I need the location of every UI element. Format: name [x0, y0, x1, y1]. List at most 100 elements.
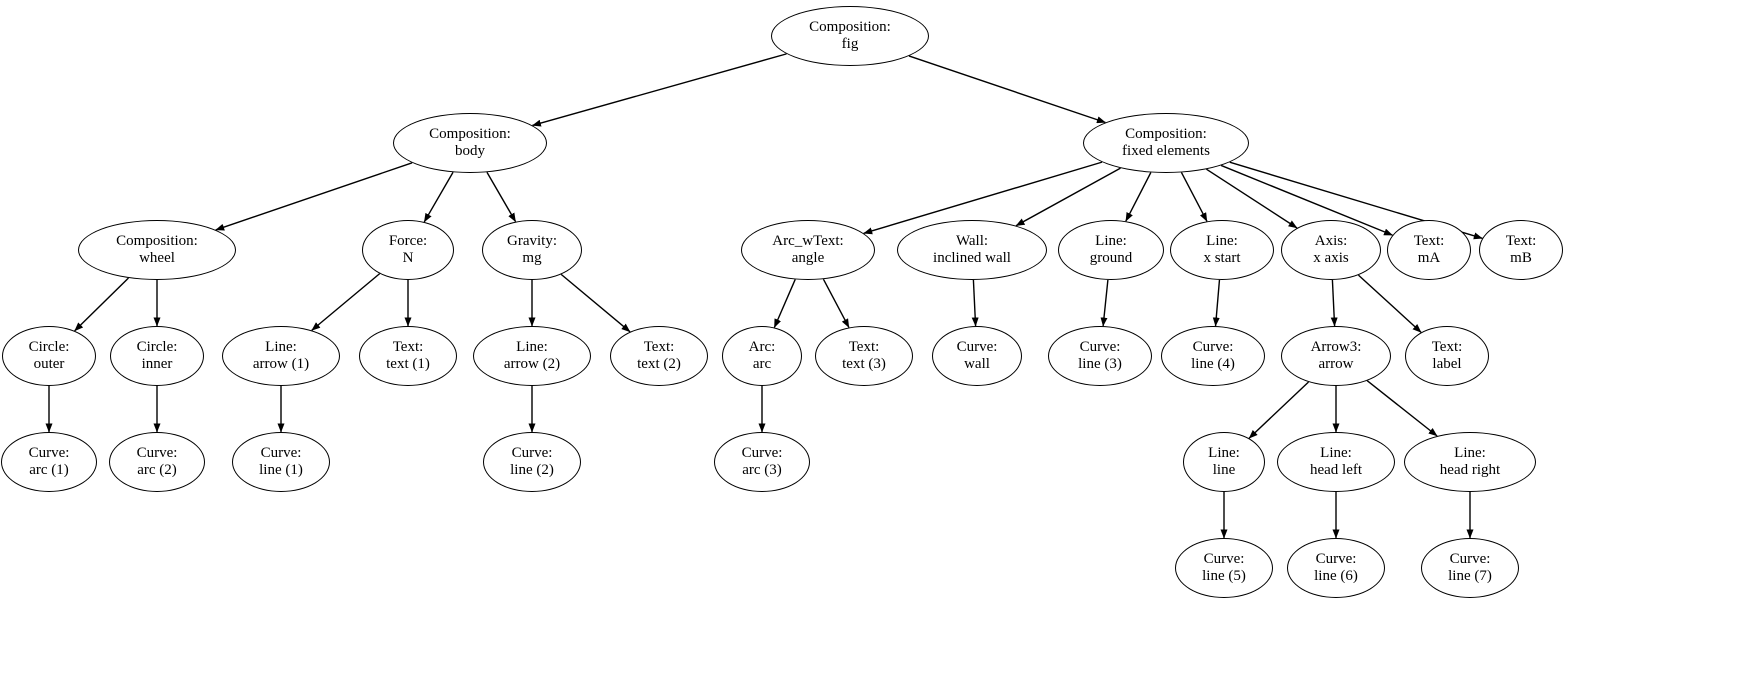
graph-edge — [486, 171, 517, 223]
node-type-label: Curve: — [1449, 551, 1491, 568]
node-type-label: Text: — [643, 339, 675, 356]
graph-node[interactable]: Circle:inner — [110, 326, 204, 386]
graph-node[interactable]: Curve:arc (3) — [714, 432, 810, 492]
node-name-label: fig — [841, 36, 859, 52]
node-name-label: mg — [522, 250, 542, 266]
graph-node[interactable]: Composition:fig — [771, 6, 929, 66]
node-type-label: Curve: — [1203, 551, 1245, 568]
node-type-label: Text: — [1431, 339, 1463, 356]
node-name-label: line (2) — [510, 462, 554, 478]
node-type-label: Line: — [1320, 445, 1352, 462]
node-type-label: Force: — [388, 233, 428, 250]
graph-node[interactable]: Curve:line (3) — [1048, 326, 1152, 386]
graph-node[interactable]: Circle:outer — [2, 326, 96, 386]
graph-node[interactable]: Arc:arc — [722, 326, 802, 386]
graph-node[interactable]: Text:label — [1405, 326, 1489, 386]
graph-node[interactable]: Wall:inclined wall — [897, 220, 1047, 280]
graph-edge — [1125, 172, 1152, 222]
node-type-label: Curve: — [511, 445, 553, 462]
node-type-label: Curve: — [136, 445, 178, 462]
node-name-label: text (2) — [637, 356, 681, 372]
node-name-label: line (1) — [259, 462, 303, 478]
graph-node[interactable]: Arrow3:arrow — [1281, 326, 1391, 386]
graph-node[interactable]: Axis:x axis — [1281, 220, 1381, 280]
graph-node[interactable]: Line:arrow (2) — [473, 326, 591, 386]
graph-node[interactable]: Curve:line (4) — [1161, 326, 1265, 386]
graph-edge — [908, 55, 1106, 124]
graph-node[interactable]: Arc_wText:angle — [741, 220, 875, 280]
graph-node[interactable]: Curve:arc (2) — [109, 432, 205, 492]
node-name-label: head left — [1309, 462, 1363, 478]
graph-edge — [1100, 279, 1109, 327]
node-name-label: arc (1) — [29, 462, 69, 478]
node-type-label: Curve: — [956, 339, 998, 356]
node-name-label: line (7) — [1448, 568, 1492, 584]
node-type-label: Composition: — [809, 19, 891, 36]
node-name-label: x start — [1203, 250, 1241, 266]
graph-edge — [560, 273, 631, 333]
graph-node[interactable]: Composition:wheel — [78, 220, 236, 280]
graph-node[interactable]: Curve:arc (1) — [1, 432, 97, 492]
graph-edge — [1366, 380, 1438, 437]
graph-node[interactable]: Curve:line (1) — [232, 432, 330, 492]
node-type-label: Axis: — [1314, 233, 1348, 250]
graph-node[interactable]: Curve:line (2) — [483, 432, 581, 492]
node-type-label: Composition: — [116, 233, 198, 250]
graph-edge — [1180, 172, 1208, 222]
graph-node[interactable]: Text:mB — [1479, 220, 1563, 280]
node-type-label: Text: — [1505, 233, 1537, 250]
graph-edge — [423, 171, 454, 223]
node-type-label: Line: — [516, 339, 548, 356]
node-type-label: Text: — [392, 339, 424, 356]
graph-node[interactable]: Force:N — [362, 220, 454, 280]
node-name-label: x axis — [1313, 250, 1349, 266]
node-name-label: text (3) — [842, 356, 886, 372]
graph-node[interactable]: Text:text (2) — [610, 326, 708, 386]
node-name-label: arrow (1) — [252, 356, 310, 372]
graph-node[interactable]: Text:text (3) — [815, 326, 913, 386]
node-name-label: fixed elements — [1122, 143, 1210, 159]
node-name-label: N — [402, 250, 414, 266]
node-name-label: line (5) — [1202, 568, 1246, 584]
graph-node[interactable]: Curve:line (5) — [1175, 538, 1273, 598]
node-name-label: angle — [791, 250, 825, 266]
graph-node[interactable]: Line:head left — [1277, 432, 1395, 492]
node-type-label: Line: — [1208, 445, 1240, 462]
graph-edge — [1248, 381, 1310, 439]
graph-edge — [74, 277, 129, 332]
graph-node[interactable]: Composition:fixed elements — [1083, 113, 1249, 173]
node-name-label: inner — [141, 356, 173, 372]
graph-node[interactable]: Text:mA — [1387, 220, 1471, 280]
graph-node[interactable]: Curve:line (7) — [1421, 538, 1519, 598]
node-name-label: arc (3) — [742, 462, 782, 478]
graph-edge — [1212, 279, 1221, 327]
node-name-label: wheel — [139, 250, 175, 266]
graph-edge — [215, 162, 413, 231]
graph-node[interactable]: Curve:line (6) — [1287, 538, 1385, 598]
node-name-label: arc (2) — [137, 462, 177, 478]
graph-edge — [311, 273, 381, 331]
node-type-label: Curve: — [1079, 339, 1121, 356]
node-type-label: Curve: — [1192, 339, 1234, 356]
node-type-label: Composition: — [429, 126, 511, 143]
node-name-label: mA — [1417, 250, 1441, 266]
graph-node[interactable]: Line:head right — [1404, 432, 1536, 492]
graph-node[interactable]: Curve:wall — [932, 326, 1022, 386]
node-type-label: Line: — [1206, 233, 1238, 250]
graph-node[interactable]: Line:ground — [1058, 220, 1164, 280]
node-type-label: Circle: — [136, 339, 178, 356]
node-name-label: ground — [1089, 250, 1133, 266]
graph-node[interactable]: Line:arrow (1) — [222, 326, 340, 386]
graph-node[interactable]: Line:x start — [1170, 220, 1274, 280]
node-type-label: Composition: — [1125, 126, 1207, 143]
node-type-label: Curve: — [1315, 551, 1357, 568]
graph-node[interactable]: Gravity:mg — [482, 220, 582, 280]
graph-node[interactable]: Line:line — [1183, 432, 1265, 492]
graph-node[interactable]: Text:text (1) — [359, 326, 457, 386]
node-type-label: Circle: — [28, 339, 70, 356]
node-name-label: inclined wall — [933, 250, 1011, 266]
graph-edge — [1330, 279, 1338, 327]
node-name-label: line — [1212, 462, 1236, 478]
graph-node[interactable]: Composition:body — [393, 113, 547, 173]
node-type-label: Wall: — [955, 233, 989, 250]
